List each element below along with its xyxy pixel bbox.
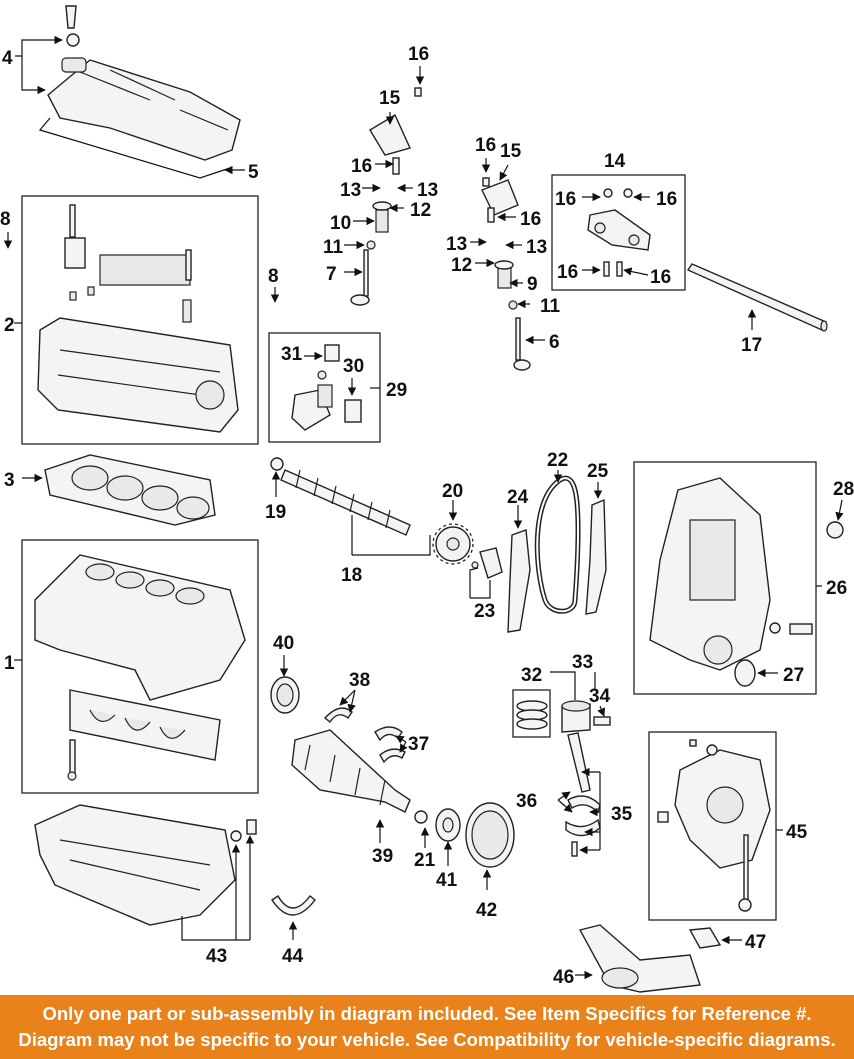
crankshaft bbox=[291, 729, 428, 824]
callout-label: 13 bbox=[340, 180, 361, 201]
callout-label: 26 bbox=[826, 578, 847, 599]
callout-label: 44 bbox=[282, 946, 304, 967]
callout-label: 15 bbox=[379, 88, 401, 109]
crank-sprocket bbox=[435, 808, 461, 842]
rocker-arm-assembly bbox=[587, 188, 651, 277]
callout-labels: 1 2 3 4 5 6 7 8 8 9 10 11 11 12 12 13 13… bbox=[0, 44, 854, 988]
cylinder-head bbox=[37, 204, 239, 433]
callout-label: 16 bbox=[351, 156, 372, 177]
callout-label: 27 bbox=[783, 665, 804, 686]
connecting-rod bbox=[565, 732, 601, 857]
engine-parts-diagram: 1 2 3 4 5 6 7 8 8 9 10 11 11 12 12 13 13… bbox=[0, 5, 854, 993]
callout-label: 8 bbox=[0, 209, 11, 230]
callout-label: 19 bbox=[265, 502, 286, 523]
callout-label: 36 bbox=[516, 791, 537, 812]
disclaimer-banner: Only one part or sub-assembly in diagram… bbox=[0, 995, 854, 1059]
callout-label: 2 bbox=[4, 315, 15, 336]
engine-block-frame bbox=[21, 539, 259, 794]
callout-label: 34 bbox=[589, 686, 611, 707]
callout-label: 16 bbox=[408, 44, 429, 65]
valve-cover bbox=[38, 5, 241, 179]
callout-label: 7 bbox=[326, 264, 337, 285]
callout-label: 40 bbox=[273, 633, 294, 654]
piston-rings bbox=[512, 689, 551, 738]
callout-label: 43 bbox=[206, 946, 227, 967]
callout-label: 3 bbox=[4, 470, 15, 491]
callout-label: 12 bbox=[451, 255, 472, 276]
callout-label: 39 bbox=[372, 846, 393, 867]
callout-label: 5 bbox=[248, 162, 259, 183]
callout-label: 16 bbox=[555, 189, 576, 210]
callout-label: 45 bbox=[786, 822, 808, 843]
callout-label: 25 bbox=[587, 461, 609, 482]
rocker-arm-frame bbox=[551, 174, 686, 291]
timing-cover bbox=[649, 477, 844, 687]
callout-label: 15 bbox=[500, 141, 522, 162]
camshaft bbox=[270, 457, 411, 536]
callout-label: 24 bbox=[507, 487, 529, 508]
valve-train-right bbox=[481, 177, 531, 371]
callout-label: 14 bbox=[604, 151, 626, 172]
callout-label: 32 bbox=[521, 665, 542, 686]
callout-label: 30 bbox=[343, 356, 364, 377]
callout-label: 47 bbox=[745, 932, 766, 953]
callout-label: 20 bbox=[442, 481, 463, 502]
cylinder-head-frame bbox=[21, 195, 259, 445]
rocker-shaft bbox=[686, 263, 828, 332]
chain-tensioner bbox=[471, 547, 503, 579]
callout-label: 16 bbox=[650, 267, 671, 288]
cam-sprocket bbox=[432, 523, 474, 565]
callout-label: 8 bbox=[268, 266, 279, 287]
callout-label: 29 bbox=[386, 380, 407, 401]
vtc-solenoid bbox=[291, 344, 362, 431]
oil-pump bbox=[657, 739, 771, 912]
callout-label: 1 bbox=[4, 653, 15, 674]
callout-label: 23 bbox=[474, 601, 495, 622]
chain-guide bbox=[507, 498, 607, 633]
valve-train-left bbox=[350, 87, 422, 306]
callout-label: 9 bbox=[527, 274, 538, 295]
callout-label: 22 bbox=[547, 450, 568, 471]
callout-label: 11 bbox=[540, 296, 561, 317]
callout-label: 10 bbox=[330, 213, 351, 234]
callout-label: 37 bbox=[408, 734, 429, 755]
callout-label: 38 bbox=[349, 670, 370, 691]
leader-lines bbox=[3, 35, 844, 980]
timing-chain bbox=[534, 475, 581, 614]
callout-label: 13 bbox=[526, 237, 547, 258]
thrust-washer bbox=[271, 895, 316, 916]
callout-label: 33 bbox=[572, 652, 593, 673]
callout-label: 21 bbox=[414, 850, 436, 871]
oil-pump-frame bbox=[648, 731, 777, 921]
disclaimer-line-1: Only one part or sub-assembly in diagram… bbox=[42, 1003, 812, 1024]
disclaimer-line-2: Diagram may not be specific to your vehi… bbox=[18, 1029, 836, 1050]
callout-label: 16 bbox=[656, 189, 677, 210]
callout-label: 42 bbox=[476, 900, 497, 921]
callout-label: 46 bbox=[553, 967, 574, 988]
callout-label: 18 bbox=[341, 565, 362, 586]
callout-label: 13 bbox=[446, 234, 467, 255]
head-gasket bbox=[44, 454, 216, 526]
crank-seal bbox=[270, 676, 300, 714]
callout-label: 31 bbox=[281, 344, 303, 365]
callout-label: 13 bbox=[417, 180, 438, 201]
oil-strainer bbox=[578, 924, 722, 993]
engine-block bbox=[34, 554, 246, 781]
main-bearings bbox=[323, 707, 406, 764]
piston bbox=[561, 700, 611, 733]
callout-label: 28 bbox=[833, 479, 854, 500]
callout-label: 11 bbox=[323, 237, 344, 258]
callout-label: 16 bbox=[475, 135, 496, 156]
callout-label: 16 bbox=[557, 262, 578, 283]
callout-label: 35 bbox=[611, 804, 633, 825]
callout-label: 4 bbox=[2, 48, 13, 69]
crank-pulley bbox=[465, 802, 515, 868]
callout-label: 17 bbox=[741, 335, 762, 356]
callout-label: 16 bbox=[520, 209, 541, 230]
callout-label: 41 bbox=[436, 870, 458, 891]
callout-label: 12 bbox=[410, 200, 431, 221]
callout-label: 6 bbox=[549, 332, 560, 353]
timing-cover-frame bbox=[633, 461, 817, 695]
oil-pan bbox=[34, 804, 257, 926]
